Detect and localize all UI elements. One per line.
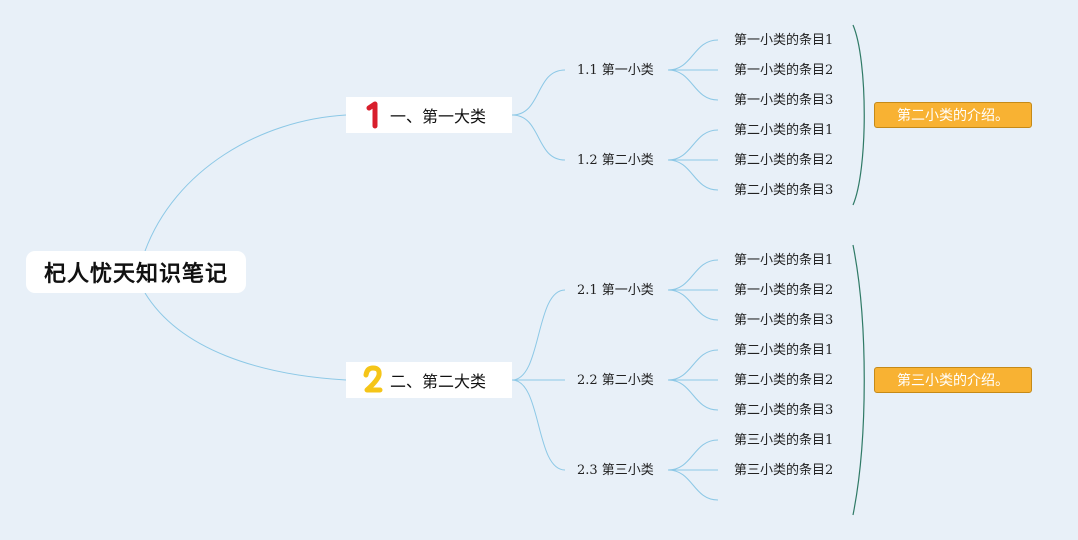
subcategory-2-3[interactable]: 2.3 第三小类	[577, 463, 654, 478]
leaf-connector-3-1	[667, 259, 719, 291]
leaf-connector-5-1	[667, 439, 719, 471]
leaf-connector-1-3	[667, 69, 719, 101]
leaf-item[interactable]: 第一小类的条目2	[734, 63, 834, 78]
connector-lines	[144, 39, 719, 501]
subcategory-connector-2-1	[511, 289, 566, 381]
leaf-connector-3-3	[667, 289, 719, 321]
leaf-item[interactable]: 第一小类的条目3	[734, 313, 834, 328]
category-node-2[interactable]: 二、第二大类	[346, 362, 512, 398]
leaf-item[interactable]: 第一小类的条目1	[734, 33, 834, 48]
root-connector-1	[144, 114, 347, 252]
leaf-item[interactable]: 第二小类的条目3	[734, 403, 834, 418]
root-title: 杞人忧天知识笔记	[43, 262, 228, 287]
leaf-connector-1-1	[667, 39, 719, 71]
subcategory-connector-2-3	[511, 379, 566, 471]
summary-bracket-1	[852, 24, 865, 206]
leaf-connector-4-3	[667, 379, 719, 411]
leaf-item[interactable]: 第二小类的条目2	[734, 153, 834, 168]
subcategory-connector-1-1	[511, 69, 566, 116]
leaf-item[interactable]: 第二小类的条目2	[734, 373, 834, 388]
leaf-item[interactable]: 第一小类的条目1	[734, 253, 834, 268]
subcategory-1-1[interactable]: 1.1 第一小类	[577, 63, 654, 78]
category-node-1[interactable]: 一、第一大类	[346, 97, 512, 133]
subcategory-1-2[interactable]: 1.2 第二小类	[577, 153, 654, 168]
leaf-item[interactable]: 第二小类的条目1	[734, 123, 834, 138]
subcategory-2-2[interactable]: 2.2 第二小类	[577, 373, 654, 388]
summary-note-1[interactable]: 第二小类的介绍。	[874, 102, 1032, 128]
number-two-icon	[363, 365, 383, 393]
category-label-2: 二、第二大类	[390, 372, 487, 391]
subcategory-connector-1-2	[511, 114, 566, 161]
category-label-1: 一、第一大类	[390, 107, 487, 126]
leaf-item[interactable]: 第三小类的条目2	[734, 463, 834, 478]
leaf-connector-5-3	[667, 469, 719, 501]
summary-brackets	[852, 24, 865, 516]
leaf-item[interactable]: 第二小类的条目3	[734, 183, 834, 198]
leaf-connector-4-1	[667, 349, 719, 381]
leaf-connector-2-3	[667, 159, 719, 191]
summary-note-2[interactable]: 第三小类的介绍。	[874, 367, 1032, 393]
summary-bracket-2	[852, 244, 865, 516]
leaf-connector-2-1	[667, 129, 719, 161]
root-node[interactable]: 杞人忧天知识笔记	[26, 251, 246, 293]
root-connector-2	[144, 292, 347, 381]
leaf-item[interactable]: 第一小类的条目2	[734, 283, 834, 298]
leaf-item[interactable]: 第一小类的条目3	[734, 93, 834, 108]
number-one-icon	[366, 101, 378, 129]
leaf-item[interactable]: 第二小类的条目1	[734, 343, 834, 358]
leaf-item[interactable]: 第三小类的条目1	[734, 433, 834, 448]
subcategory-2-1[interactable]: 2.1 第一小类	[577, 283, 654, 298]
